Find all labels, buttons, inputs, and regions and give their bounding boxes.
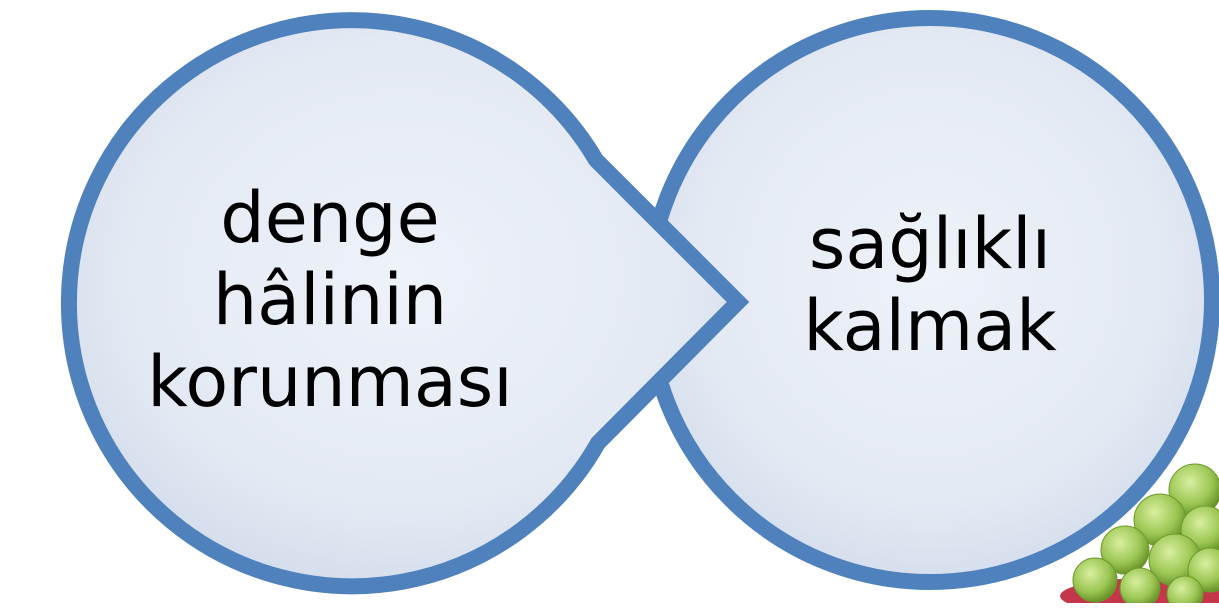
grapes-image bbox=[1060, 463, 1219, 603]
node-left-teardrop bbox=[60, 12, 750, 595]
